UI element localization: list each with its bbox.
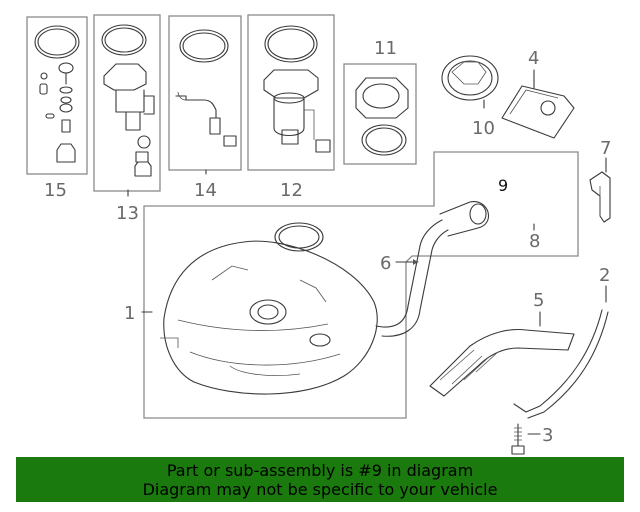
callout-1: 1: [124, 303, 135, 324]
box-part-1: [143, 151, 579, 419]
callout-labels: 1 2 3 4 5 6 7 8 9 10 11 12 13 14 15: [44, 38, 611, 446]
part-6: [375, 201, 490, 337]
banner-line-1: Part or sub-assembly is #9 in diagram: [166, 461, 474, 480]
callout-8: 8: [529, 231, 540, 252]
callout-13: 13: [116, 203, 139, 224]
box-part-11: [343, 63, 417, 165]
box-part-12: [247, 14, 335, 171]
callout-2: 2: [599, 265, 610, 286]
callout-6: 6: [380, 253, 391, 274]
callout-11: 11: [374, 38, 397, 59]
leader-lines: [127, 169, 535, 313]
callout-15: 15: [44, 180, 67, 201]
callout-5: 5: [533, 290, 544, 311]
part-5: [429, 311, 575, 397]
box-part-15: [26, 16, 88, 175]
part-4: [501, 69, 575, 139]
callout-4: 4: [528, 48, 539, 69]
banner-line-2: Diagram may not be specific to your vehi…: [142, 480, 498, 499]
callout-12: 12: [280, 180, 303, 201]
part-3: [511, 423, 541, 455]
callout-7: 7: [600, 138, 611, 159]
box-part-13: [93, 14, 161, 192]
box-part-14: [168, 15, 242, 171]
callout-14: 14: [194, 180, 217, 201]
info-banner: Part or sub-assembly is #9 in diagram Di…: [16, 457, 624, 502]
callout-10: 10: [472, 118, 495, 139]
part-10: [441, 55, 499, 109]
callout-3: 3: [542, 425, 553, 446]
part-7: [589, 157, 611, 223]
callout-9: 9: [498, 176, 508, 195]
part-2: [513, 285, 609, 419]
